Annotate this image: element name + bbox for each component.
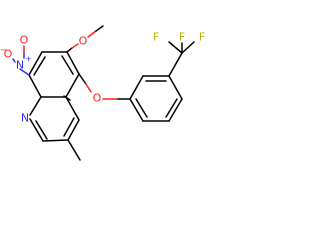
bond bbox=[35, 120, 48, 140]
bonds bbox=[12, 25, 195, 161]
bond bbox=[181, 41, 195, 54]
bond bbox=[61, 55, 74, 75]
atom-labels: N + O − O O O N F F F bbox=[0, 31, 205, 125]
ether-oxygen-label: O bbox=[93, 92, 102, 105]
bond bbox=[65, 96, 80, 121]
ring-nitrogen-label: N bbox=[21, 112, 29, 125]
bond bbox=[168, 75, 183, 100]
bond bbox=[129, 98, 144, 122]
bond bbox=[129, 75, 144, 100]
bond bbox=[19, 68, 30, 76]
bond bbox=[33, 56, 46, 76]
bond bbox=[87, 30, 97, 38]
bond bbox=[29, 118, 44, 142]
nitro-nitrogen-label: N bbox=[16, 59, 24, 72]
bond bbox=[135, 98, 148, 118]
bond bbox=[63, 95, 71, 101]
nitro-nitrogen-charge: + bbox=[25, 55, 32, 64]
bond bbox=[42, 139, 69, 142]
nitro-oxygen-up-label: O bbox=[20, 34, 29, 47]
bond bbox=[65, 73, 80, 98]
bond bbox=[71, 43, 79, 49]
bond bbox=[66, 47, 73, 53]
fluorine-left-label: F bbox=[153, 31, 159, 44]
bond bbox=[78, 73, 87, 85]
nitro-oxygen-left-label: O bbox=[4, 48, 13, 61]
chemical-structure: N + O − O O O N F F F bbox=[0, 25, 205, 161]
methoxy-oxygen-label: O bbox=[79, 35, 88, 48]
bond bbox=[29, 96, 42, 116]
bond bbox=[168, 41, 183, 54]
bond bbox=[28, 74, 42, 98]
fluorine-top-label: F bbox=[179, 31, 185, 44]
bond bbox=[168, 52, 183, 77]
bond bbox=[12, 58, 16, 63]
bond bbox=[168, 98, 183, 122]
bond bbox=[63, 117, 75, 137]
bond bbox=[66, 51, 80, 75]
bond bbox=[95, 25, 104, 32]
bond bbox=[165, 98, 178, 118]
bond bbox=[85, 83, 92, 93]
bond bbox=[67, 139, 81, 161]
nitro-oxygen-left-charge: − bbox=[0, 46, 7, 55]
bond bbox=[28, 51, 43, 76]
fluorine-right-label: F bbox=[199, 31, 205, 44]
bond bbox=[67, 119, 80, 141]
